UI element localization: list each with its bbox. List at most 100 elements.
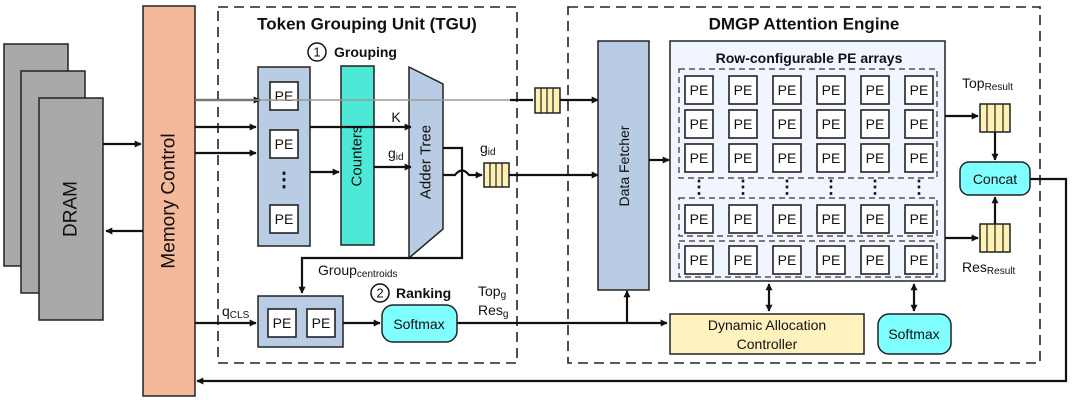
- tgu-pe-2: PE: [269, 129, 299, 159]
- engine-pe-ellipsis: ⋮: [778, 177, 796, 197]
- engine-frame: [567, 6, 1041, 364]
- dram-layer-front: [38, 97, 104, 321]
- dac-box: [669, 313, 865, 355]
- counters-box: [340, 65, 375, 246]
- pe-label: PE: [734, 116, 753, 132]
- engine-pe: PE: [684, 109, 714, 139]
- top-result-buffer: [979, 103, 1011, 133]
- gid-label-output: gid: [480, 140, 496, 158]
- engine-pe: PE: [904, 109, 934, 139]
- pe-label: PE: [866, 82, 885, 98]
- ranking-step: 2 Ranking: [370, 283, 451, 303]
- pe-row-group-bottom: [678, 240, 938, 278]
- concat-label: Concat: [973, 171, 1017, 187]
- pe-label: PE: [778, 82, 797, 98]
- memory-control-box: [142, 5, 196, 397]
- top-result-label: TopResult: [962, 75, 1013, 93]
- engine-pe: PE: [728, 143, 758, 173]
- topg-label: Topg: [478, 283, 506, 301]
- pe-array-title: Row-configurable PE arrays: [716, 50, 903, 66]
- adder-tree-block: [408, 65, 444, 260]
- engine-pe: PE: [728, 75, 758, 105]
- engine-pe: PE: [684, 143, 714, 173]
- pe-label: PE: [275, 88, 294, 104]
- engine-pe: PE: [684, 245, 714, 275]
- pe-label: PE: [910, 150, 929, 166]
- counters-label: Counters: [349, 126, 366, 187]
- dac-label-line2: Controller: [737, 336, 798, 352]
- engine-pe: PE: [816, 204, 846, 234]
- engine-pe: PE: [728, 204, 758, 234]
- tgu-title: Token Grouping Unit (TGU): [257, 15, 477, 34]
- ranking-step-badge: [370, 283, 390, 303]
- engine-pe-ellipsis: ⋮: [910, 177, 928, 197]
- engine-pe: PE: [904, 245, 934, 275]
- pe-label: PE: [778, 252, 797, 268]
- dac-label-line1: Dynamic Allocation: [708, 317, 826, 333]
- pe-label: PE: [910, 252, 929, 268]
- pe-label: PE: [312, 315, 331, 331]
- pe-label: PE: [734, 211, 753, 227]
- pe-label: PE: [778, 150, 797, 166]
- group-centroids-wire: [298, 146, 464, 294]
- pe-label: PE: [778, 211, 797, 227]
- pe-label: PE: [690, 252, 709, 268]
- tgu-frame: [217, 6, 518, 364]
- tgu-pe-3: PE: [269, 204, 299, 234]
- grouping-step-label: Grouping: [334, 44, 397, 60]
- engine-pe: PE: [772, 143, 802, 173]
- tgu-pe-ellipsis: ⋮: [274, 169, 294, 191]
- engine-pe-ellipsis: ⋮: [822, 177, 840, 197]
- ranking-pe-1: PE: [267, 308, 297, 338]
- engine-pe: PE: [904, 143, 934, 173]
- pe-label: PE: [690, 211, 709, 227]
- engine-pe: PE: [860, 109, 890, 139]
- pe-label: PE: [690, 82, 709, 98]
- ranking-step-label: Ranking: [396, 285, 451, 301]
- engine-pe: PE: [816, 143, 846, 173]
- pe-label: PE: [910, 82, 929, 98]
- tgu-softmax-label: Softmax: [393, 316, 444, 332]
- res-result-label: ResResult: [962, 259, 1015, 277]
- engine-pe: PE: [772, 204, 802, 234]
- engine-pe: PE: [816, 75, 846, 105]
- memory-control: Memory Control: [142, 5, 196, 397]
- grouping-step-number: 1: [313, 45, 320, 60]
- top-queue-buffer: [534, 87, 561, 114]
- adder-tree-label: Adder Tree: [418, 125, 435, 199]
- pe-label: PE: [690, 150, 709, 166]
- pe-label: PE: [690, 116, 709, 132]
- pe-label: PE: [866, 150, 885, 166]
- pe-row-group-middle: [678, 197, 938, 237]
- pe-label: PE: [866, 116, 885, 132]
- memory-control-label: Memory Control: [159, 133, 180, 268]
- pe-label: PE: [822, 252, 841, 268]
- pe-label: PE: [275, 211, 294, 227]
- engine-pe: PE: [772, 75, 802, 105]
- engine-pe: PE: [728, 109, 758, 139]
- grouping-step: 1 Grouping: [307, 42, 397, 62]
- engine-pe: PE: [860, 245, 890, 275]
- group-centroids-label: Groupcentroids: [318, 262, 398, 280]
- engine-pe-grid: PE PE PE PE PE PE PE PE PE PE PE PE PE PE PE PE PE PE PE PE…: [684, 75, 934, 275]
- engine-pe: PE: [860, 75, 890, 105]
- pe-label: PE: [866, 252, 885, 268]
- engine-pe-ellipsis: ⋮: [690, 177, 708, 197]
- pe-label: PE: [734, 82, 753, 98]
- engine-pe: PE: [772, 109, 802, 139]
- resg-label: Resg: [478, 302, 508, 320]
- engine-pe: PE: [860, 204, 890, 234]
- dram-stack: DRAM: [3, 43, 104, 321]
- engine-pe: PE: [816, 245, 846, 275]
- engine-pe: PE: [904, 204, 934, 234]
- engine-pe: PE: [860, 143, 890, 173]
- tgu-pe-1: PE: [269, 81, 299, 111]
- engine-pe-ellipsis: ⋮: [866, 177, 884, 197]
- ranking-pe-2: PE: [306, 308, 336, 338]
- res-result-buffer: [979, 223, 1011, 253]
- pe-label: PE: [822, 211, 841, 227]
- pe-label: PE: [866, 211, 885, 227]
- engine-pe-ellipsis: ⋮: [734, 177, 752, 197]
- pe-label: PE: [822, 150, 841, 166]
